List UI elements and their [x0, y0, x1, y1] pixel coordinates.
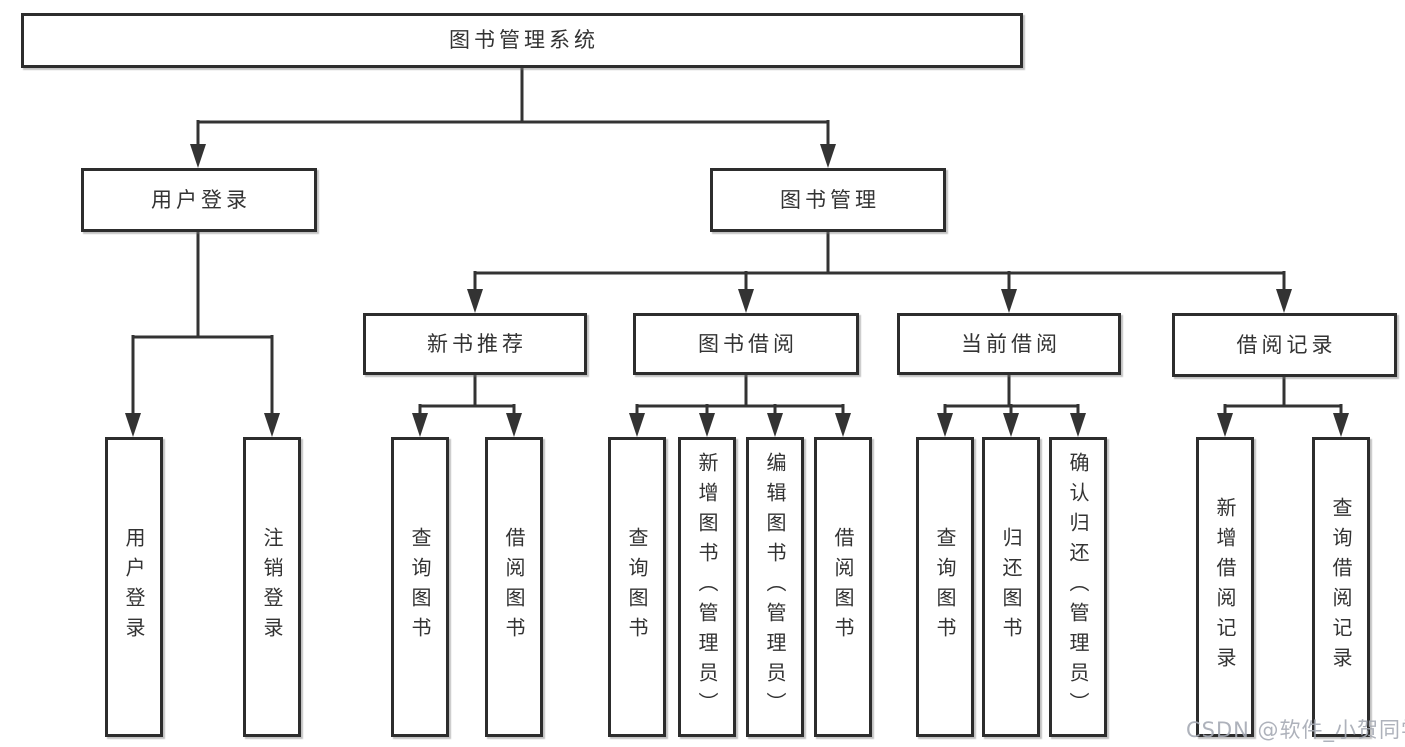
leaf-current-query-books-label: 查询图书 [933, 527, 957, 647]
leaf-user-login-label: 用户登录 [122, 527, 146, 647]
leaf-current-return-books-label: 归还图书 [999, 527, 1023, 647]
leaf-recommend-borrow-books: 借阅图书 [485, 437, 543, 737]
leaf-borrow-borrow-books-label: 借阅图书 [831, 527, 855, 647]
leaf-user-login: 用户登录 [105, 437, 163, 737]
leaf-recommend-borrow-books-label: 借阅图书 [502, 527, 526, 647]
leaf-borrow-query-books-label: 查询图书 [625, 527, 649, 647]
leaf-recommend-query-books: 查询图书 [391, 437, 449, 737]
leaf-logout-label: 注销登录 [260, 527, 284, 647]
leaf-borrow-edit-books-admin-label: 编辑图书（管理员） [763, 452, 787, 722]
leaf-record-query-record: 查询借阅记录 [1312, 437, 1370, 737]
leaf-borrow-edit-books-admin: 编辑图书（管理员） [746, 437, 804, 737]
node-current-borrow-label: 当前借阅 [961, 331, 1061, 356]
node-new-book-recommend: 新书推荐 [363, 313, 587, 375]
node-borrow-record: 借阅记录 [1172, 313, 1397, 377]
leaf-record-query-record-label: 查询借阅记录 [1329, 497, 1353, 677]
node-current-borrow: 当前借阅 [897, 313, 1121, 375]
leaf-logout: 注销登录 [243, 437, 301, 737]
node-book-borrow-label: 图书借阅 [698, 331, 798, 356]
leaf-record-add-record: 新增借阅记录 [1196, 437, 1254, 737]
node-new-book-recommend-label: 新书推荐 [427, 331, 527, 356]
leaf-current-confirm-return-admin-label: 确认归还（管理员） [1066, 452, 1090, 722]
node-book-borrow: 图书借阅 [633, 313, 859, 375]
leaf-record-add-record-label: 新增借阅记录 [1213, 497, 1237, 677]
csdn-watermark: CSDN @软件_小贺同学 [1186, 718, 1405, 742]
node-book-management: 图书管理 [710, 168, 946, 232]
node-root-label: 图书管理系统 [449, 28, 599, 52]
arrowheads [125, 144, 1349, 437]
leaf-current-return-books: 归还图书 [982, 437, 1040, 737]
leaf-borrow-add-books-admin-label: 新增图书（管理员） [695, 452, 719, 722]
leaf-borrow-borrow-books: 借阅图书 [814, 437, 872, 737]
node-user-login: 用户登录 [81, 168, 317, 232]
leaf-current-query-books: 查询图书 [916, 437, 974, 737]
leaf-recommend-query-books-label: 查询图书 [408, 527, 432, 647]
leaf-current-confirm-return-admin: 确认归还（管理员） [1049, 437, 1107, 737]
node-user-login-label: 用户登录 [151, 187, 251, 212]
node-root-system: 图书管理系统 [21, 13, 1023, 68]
node-borrow-record-label: 借阅记录 [1236, 332, 1337, 357]
leaf-borrow-add-books-admin: 新增图书（管理员） [678, 437, 736, 737]
node-book-management-label: 图书管理 [780, 187, 880, 212]
leaf-borrow-query-books: 查询图书 [608, 437, 666, 737]
